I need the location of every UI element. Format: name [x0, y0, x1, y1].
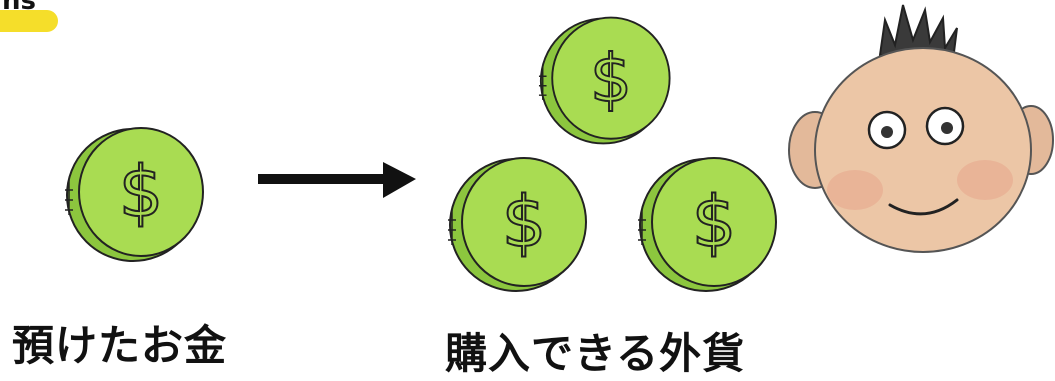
coin-symbol: $	[119, 151, 164, 233]
deposited-money-label: 預けたお金	[12, 321, 228, 370]
hair-icon	[878, 4, 958, 62]
badge-text: ns	[2, 0, 36, 16]
corner-badge: ns	[0, 0, 64, 34]
coin-symbol: $	[692, 181, 737, 263]
currency-coin-top-icon: $	[538, 16, 671, 145]
deposited-coin-icon: $	[65, 127, 204, 262]
coin-symbol: $	[590, 39, 632, 117]
coin-symbol: $	[502, 181, 547, 263]
head-icon	[814, 47, 1032, 253]
badge-highlight	[0, 10, 58, 32]
currency-coin-right-icon: $	[638, 157, 777, 292]
smile-icon	[888, 198, 959, 216]
character-face-icon	[788, 4, 1054, 253]
arrow-right-icon	[258, 162, 416, 198]
currency-coin-left-icon: $	[448, 157, 587, 292]
purchasable-currency-label: 購入できる外貨	[445, 329, 746, 378]
